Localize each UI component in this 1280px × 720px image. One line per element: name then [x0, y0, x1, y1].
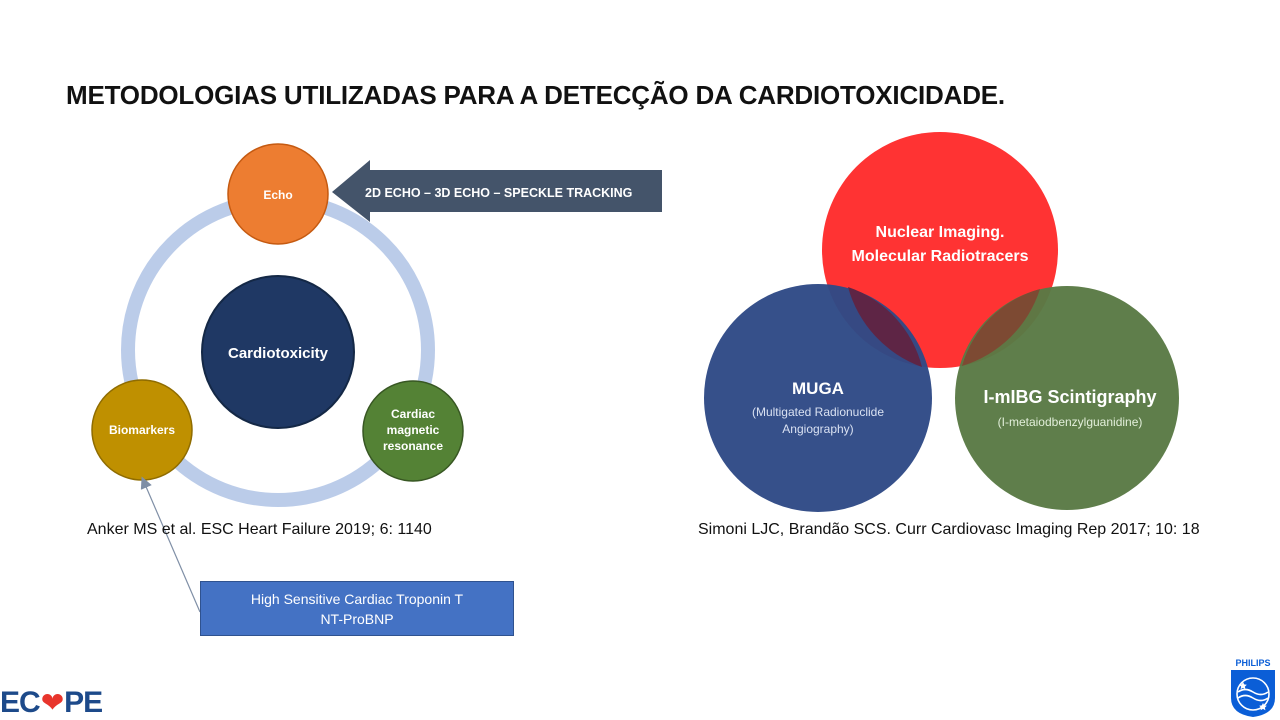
- philips-star-icon: [1239, 682, 1247, 690]
- echo-node[interactable]: [227, 143, 329, 245]
- heart-icon: ❤: [40, 687, 64, 718]
- right-reference: Simoni LJC, Brandão SCS. Curr Cardiovasc…: [698, 521, 1200, 538]
- muga-circle[interactable]: [704, 284, 932, 512]
- cardiotoxicity-label: Cardiotoxicity: [228, 345, 329, 362]
- mibg-subtitle: (I-metaiodbenzylguanidine): [998, 415, 1143, 429]
- philips-logo-text: PHILIPS: [1235, 658, 1270, 668]
- troponin-box: High Sensitive Cardiac Troponin T NT-Pro…: [200, 581, 514, 636]
- ecope-logo-text: EC❤PE: [0, 686, 103, 719]
- mibg-circle[interactable]: [955, 286, 1179, 510]
- cmr-label-line1: Cardiac: [391, 407, 435, 421]
- muga-subtitle-line2: Angiography): [782, 422, 853, 436]
- philips-waves-icon: [1237, 688, 1269, 702]
- philips-star-icon-2: [1259, 703, 1267, 711]
- troponin-line2: NT-ProBNP: [320, 610, 394, 627]
- muga-subtitle-line1: (Multigated Radionuclide: [752, 405, 884, 419]
- nuclear-mibg-overlap: [962, 289, 1040, 366]
- cmr-node[interactable]: [362, 380, 464, 482]
- philips-logo: PHILIPS: [1231, 658, 1275, 717]
- mibg-title: I-mIBG Scintigraphy: [983, 387, 1156, 407]
- nuclear-label-line1: Nuclear Imaging.: [876, 224, 1005, 241]
- left-reference: Anker MS et al. ESC Heart Failure 2019; …: [87, 521, 432, 538]
- nuclear-label-line2: Molecular Radiotracers: [852, 248, 1029, 265]
- echo-label: Echo: [263, 188, 292, 202]
- biomarkers-label: Biomarkers: [109, 423, 175, 437]
- echo-techniques-arrow: [332, 160, 662, 222]
- muga-title: MUGA: [792, 379, 844, 398]
- philips-globe-icon: [1236, 677, 1270, 711]
- cmr-label-line2: magnetic: [387, 423, 440, 437]
- ecope-logo: EC❤PE: [0, 686, 103, 720]
- troponin-line1: High Sensitive Cardiac Troponin T: [250, 590, 464, 607]
- echo-techniques-label: 2D ECHO – 3D ECHO – SPECKLE TRACKING: [365, 186, 632, 200]
- nuclear-muga-overlap: [848, 287, 922, 367]
- cmr-label-line3: resonance: [383, 439, 443, 453]
- troponin-connector-arrow: [140, 476, 201, 613]
- cardiotoxicity-node: [201, 275, 355, 429]
- page-title: METODOLOGIAS UTILIZADAS PARA A DETECÇÃO …: [66, 80, 1005, 110]
